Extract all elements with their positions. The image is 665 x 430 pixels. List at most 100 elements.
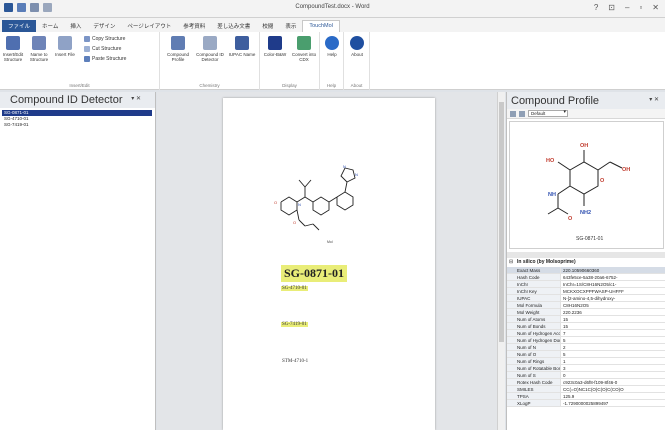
tab-review[interactable]: 校閲 bbox=[262, 24, 274, 30]
undo-icon[interactable] bbox=[30, 3, 39, 12]
ribbon: Insert/Edit Structure Name to Structure … bbox=[0, 32, 665, 90]
convert-cdx-button[interactable]: Convert into CDX bbox=[290, 36, 318, 62]
maximize-icon[interactable]: ▫ bbox=[639, 3, 643, 12]
property-value: 643fe5ce-5a38-20a6-6752- bbox=[561, 274, 665, 281]
molecule-structure[interactable]: O O N N N bbox=[271, 162, 371, 242]
minimize-icon[interactable]: – bbox=[625, 3, 630, 12]
tab-view[interactable]: 表示 bbox=[285, 24, 297, 30]
list-item[interactable]: SG-4710-01 bbox=[4, 116, 29, 121]
word-icon[interactable] bbox=[4, 3, 13, 12]
property-value: 125.9 bbox=[561, 393, 665, 400]
close-icon[interactable]: ✕ bbox=[652, 3, 659, 12]
property-key: Num of S bbox=[507, 372, 561, 379]
grid-icon[interactable] bbox=[519, 110, 525, 117]
name-to-structure-button[interactable]: Name to Structure bbox=[28, 36, 50, 62]
compound-id-highlight[interactable]: SG-4710-01 bbox=[281, 286, 308, 291]
scrollbar-thumb[interactable] bbox=[499, 102, 504, 342]
detector-icon bbox=[203, 36, 217, 50]
property-row[interactable]: XLogP-1.7290000025899497 bbox=[507, 400, 665, 407]
property-value: N-[2-amino-4,5-dihydroxy- bbox=[561, 295, 665, 302]
tab-insert[interactable]: 挿入 bbox=[70, 24, 82, 30]
property-key: Num of Hydrogen Don bbox=[507, 337, 561, 344]
redo-icon[interactable] bbox=[43, 3, 52, 12]
tab-touchmol[interactable]: TouchMol bbox=[302, 20, 340, 32]
property-key: InChI Key bbox=[507, 288, 561, 295]
property-value: C8H16N2O5 bbox=[561, 302, 665, 309]
property-section-title[interactable]: In silico (by Molsoprime) bbox=[507, 258, 665, 267]
ribbon-display-icon[interactable]: ⊡ bbox=[608, 3, 615, 12]
insert-edit-structure-button[interactable]: Insert/Edit Structure bbox=[2, 36, 24, 62]
molecule-caption: Mol bbox=[327, 240, 333, 244]
property-key: TPSA bbox=[507, 393, 561, 400]
property-value: 15 bbox=[561, 323, 665, 330]
view-icon[interactable] bbox=[510, 110, 516, 117]
panel-options-icon[interactable]: ▾ ✕ bbox=[131, 96, 141, 102]
list-item[interactable]: SG-0871-01 bbox=[2, 110, 152, 116]
structure-view[interactable]: OH OH HO NH O NH2 O SG-0871-01 bbox=[509, 121, 664, 249]
list-item[interactable]: SG-7419-01 bbox=[4, 122, 29, 127]
svg-text:N: N bbox=[298, 202, 301, 207]
iupac-name-button[interactable]: IUPAC Name bbox=[228, 36, 256, 57]
copy-structure-button[interactable]: Copy Structure bbox=[84, 36, 125, 42]
view-select[interactable]: Default bbox=[528, 110, 568, 117]
atom-label: NH2 bbox=[580, 210, 591, 216]
tab-file[interactable]: ファイル bbox=[2, 20, 37, 32]
atom-label: O bbox=[600, 178, 605, 184]
property-value: 5 bbox=[561, 351, 665, 358]
cut-structure-button[interactable]: Cut Structure bbox=[84, 46, 121, 52]
compound-profile-button[interactable]: Compound Profile bbox=[164, 36, 192, 62]
property-value: InChI=1S/C8H16N2O5/c1- bbox=[561, 281, 665, 288]
insert-file-button[interactable]: Insert File bbox=[54, 36, 76, 57]
tab-page-layout[interactable]: ページレイアウト bbox=[127, 24, 172, 30]
group-label: Display bbox=[282, 83, 297, 88]
tab-references[interactable]: 参考資料 bbox=[183, 24, 206, 30]
property-key: Exact Mass bbox=[507, 267, 561, 274]
property-key: Hash Code bbox=[507, 274, 561, 281]
window-controls: ? ⊡ – ▫ ✕ bbox=[594, 3, 659, 12]
tab-design[interactable]: デザイン bbox=[93, 24, 116, 30]
help-icon[interactable]: ? bbox=[593, 3, 599, 12]
about-button[interactable]: About bbox=[346, 36, 368, 57]
panel-splitter[interactable] bbox=[507, 252, 665, 258]
document-page[interactable]: O O N N N Mol SG-0871-01 SG-4710-01 SG-7… bbox=[223, 98, 435, 430]
paste-structure-button[interactable]: Paste Structure bbox=[84, 56, 126, 62]
property-key: Mol Weight bbox=[507, 309, 561, 316]
property-value: 220.10590660360 bbox=[561, 267, 665, 274]
tab-mailings[interactable]: 差し込み文書 bbox=[217, 24, 251, 30]
save-icon[interactable] bbox=[17, 3, 26, 12]
panel-options-icon[interactable]: ▾ ✕ bbox=[649, 97, 659, 103]
property-key: Num of Hydrogen Acc bbox=[507, 330, 561, 337]
compound-id-detector-button[interactable]: Compound ID Detector bbox=[194, 36, 226, 62]
tab-home[interactable]: ホーム bbox=[42, 24, 59, 30]
help-button[interactable]: Help bbox=[321, 36, 343, 57]
property-key: InChI bbox=[507, 281, 561, 288]
color-bw-button[interactable]: Color-B&W bbox=[262, 36, 288, 57]
svg-text:N: N bbox=[355, 172, 358, 177]
compound-id-detector-panel: Compound ID Detector ▾ ✕ SG-0871-01 SG-4… bbox=[0, 92, 156, 430]
property-value: 1 bbox=[561, 358, 665, 365]
glucosamine-structure: OH OH HO NH O NH2 O SG-0871-01 bbox=[546, 143, 630, 242]
vertical-scrollbar[interactable] bbox=[497, 92, 505, 430]
property-value: c923c0a3-d6f8-f109-8f46-0 bbox=[561, 379, 665, 386]
compound-id-highlight[interactable]: SG-7419-01 bbox=[281, 322, 308, 327]
compound-id-highlight[interactable]: SG-0871-01 bbox=[281, 265, 347, 282]
